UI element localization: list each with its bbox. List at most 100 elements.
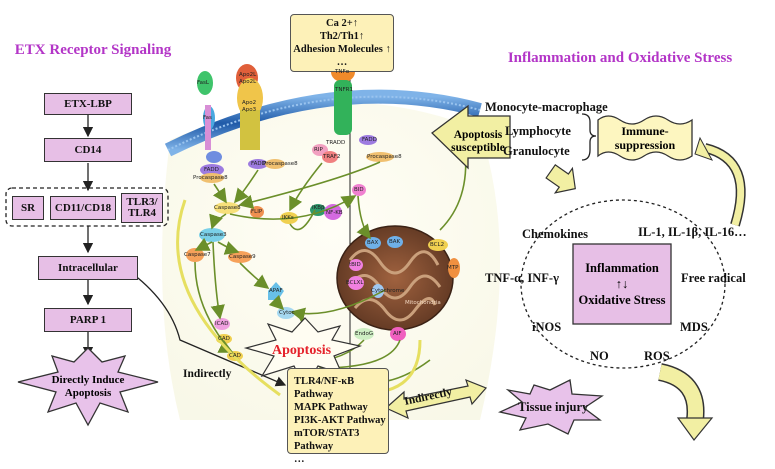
pathway-mtor-stat3: mTOR/STAT3 Pathway xyxy=(294,428,360,452)
inos-label: iNOS xyxy=(532,320,562,334)
granulocyte-label: Granulocyte xyxy=(503,144,570,158)
inflammation-oxidative-label: Inflammation ↑↓ Oxidative Stress xyxy=(573,246,671,322)
pathway-pi3k-akt: PI3K-AKT Pathway xyxy=(294,415,386,426)
fas-label: Fas xyxy=(203,115,212,121)
indirectly-double-arrow xyxy=(384,378,488,420)
apoptosis-label: Apoptosis xyxy=(272,343,332,358)
top-effect-th2th1: Th2/Th1↑ xyxy=(319,31,365,42)
immune-suppression-line2: suppression xyxy=(614,138,676,152)
tlr-box: TLR3/ TLR4 xyxy=(121,193,163,223)
caspase3-label: Caspase3 xyxy=(200,232,227,238)
immune-suppression-box xyxy=(597,115,693,161)
cell-membrane-inner xyxy=(167,95,481,151)
receptor-group-box xyxy=(5,187,169,227)
interleukins-label: IL-1, IL-1β, IL-16… xyxy=(638,225,747,239)
chemokines-label: Chemokines xyxy=(522,227,588,241)
apo2l-label-2: Apo2L xyxy=(239,79,257,85)
bidirectional-arrows: ↑↓ xyxy=(615,277,629,291)
inflammation-cycle-ring xyxy=(520,199,726,369)
ikks-label: IKKs xyxy=(282,215,294,221)
apo3-label: Apo3 xyxy=(242,107,257,113)
receptors xyxy=(197,62,355,163)
rip-label: RIP xyxy=(314,147,323,153)
nfkb-label: NF-KB xyxy=(326,210,343,216)
traf2-label: TRAF2 xyxy=(323,154,341,160)
ikbb-label: IKBβ xyxy=(312,205,325,211)
etx-lbp-box: ETX-LBP xyxy=(44,93,132,115)
flip-label: FLIP xyxy=(251,209,263,215)
indirectly-left-label: Indirectly xyxy=(183,368,232,380)
intracellular-box: Intracellular xyxy=(38,256,138,280)
pathway-mapk: MAPK Pathway xyxy=(294,402,368,413)
tlr3-label: TLR3/ xyxy=(126,196,158,208)
tissue-injury-star xyxy=(497,379,604,435)
direct-apoptosis-star xyxy=(17,347,159,427)
cd11-cd18-box: CD11/CD18 xyxy=(50,196,116,220)
cell-cytoplasm xyxy=(162,102,500,421)
endog-label: EndoG xyxy=(355,331,374,337)
apoptosis-susceptible-line2: susceptible xyxy=(451,142,505,154)
small-down-arrow xyxy=(545,164,576,194)
procaspase8-label-2: Procaspase8 xyxy=(263,161,298,167)
bcl2-label: BCL2 xyxy=(430,242,445,248)
cytoc-label: Cytoc xyxy=(279,310,295,316)
parp1-box: PARP 1 xyxy=(44,308,132,332)
direct-apoptosis-line2: Apoptosis xyxy=(64,387,112,399)
top-effect-calcium: Ca 2+↑ xyxy=(326,18,358,29)
bid-label: BID xyxy=(354,187,364,193)
tbid-label: tBID xyxy=(349,262,361,268)
icad-label: ICAD xyxy=(215,321,229,327)
pathway-box: TLR4/NF-κB Pathway MAPK Pathway PI3K-AKT… xyxy=(287,368,389,465)
top-effect-adhesion: Adhesion Molecules ↑ xyxy=(293,44,391,55)
procaspase8-label-1: Procaspase8 xyxy=(193,175,228,181)
fadd-label-2: FADD xyxy=(251,161,266,167)
bax-label: BAX xyxy=(367,240,379,246)
left-panel-title: ETX Receptor Signaling xyxy=(14,42,172,58)
bak-label: BAK xyxy=(389,239,401,245)
bclxl-label: BCLXL xyxy=(346,280,364,286)
oxidative-stress-text: Oxidative Stress xyxy=(578,293,666,307)
apoptosis-susceptible-label: Apoptosis susceptible xyxy=(446,124,510,160)
cd14-box: CD14 xyxy=(44,138,132,162)
monocyte-macrophage-label: Monocyte-macrophage xyxy=(485,100,608,114)
aif-label: AIF xyxy=(393,331,402,337)
apo2-label: Apo2 xyxy=(242,100,257,106)
direct-apoptosis-line1: Directly Induce xyxy=(51,374,125,386)
immune-suppression-label: Immune- suppression xyxy=(598,120,692,156)
apoptosis-susceptible-line1: Apoptosis xyxy=(453,129,503,141)
tnf-inf-label: TNF-α, INF-γ xyxy=(485,271,559,285)
fadd-label-3: FADD xyxy=(362,137,377,143)
caspase7-label: Caspase7 xyxy=(184,252,211,258)
top-effects-box: Ca 2+↑ Th2/Th1↑ Adhesion Molecules ↑ … xyxy=(290,14,394,72)
tissue-injury-label: Tissue injury xyxy=(518,400,589,414)
pathway-tlr4-nfkb: TLR4/NF-κB Pathway xyxy=(294,376,355,400)
ros-label: ROS xyxy=(644,349,670,363)
mitochondria xyxy=(336,225,460,341)
fasl-label: FasL xyxy=(197,80,209,86)
procaspase8-label-3: Procaspase8 xyxy=(367,154,402,160)
inflammation-center-box xyxy=(572,243,672,325)
cad-label-1: CAD xyxy=(218,336,230,342)
direct-apoptosis-label: Directly Induce Apoptosis xyxy=(33,372,143,402)
no-label: NO xyxy=(590,349,609,363)
right-panel-title: Inflammation and Oxidative Stress xyxy=(507,50,733,66)
apoptosis-susceptible-arrow xyxy=(431,104,511,170)
lymphocyte-label: Lymphocyte xyxy=(505,124,571,138)
cad-label-2: CAD xyxy=(229,353,241,359)
tradd-label: TRADD xyxy=(326,140,346,146)
inflammation-text: Inflammation xyxy=(585,261,659,275)
top-effect-more: … xyxy=(336,57,348,68)
apaf-label: APAF xyxy=(269,288,283,294)
apo2l-label-1: Apo2L xyxy=(239,72,257,78)
fadd-label-1: FADD xyxy=(204,167,219,173)
cell-type-bracket xyxy=(581,113,597,161)
sr-box: SR xyxy=(12,196,44,220)
immune-suppression-line1: Immune- xyxy=(621,124,669,138)
tnfr1-label: TNFR1 xyxy=(335,87,353,93)
mtp-label: MTP xyxy=(447,265,459,271)
caspase9-label: Caspase9 xyxy=(229,254,256,260)
tnfa-label: TNFα xyxy=(335,69,350,75)
caspase8-label: Caspase8 xyxy=(214,205,241,211)
free-radical-label: Free radical xyxy=(681,271,746,285)
